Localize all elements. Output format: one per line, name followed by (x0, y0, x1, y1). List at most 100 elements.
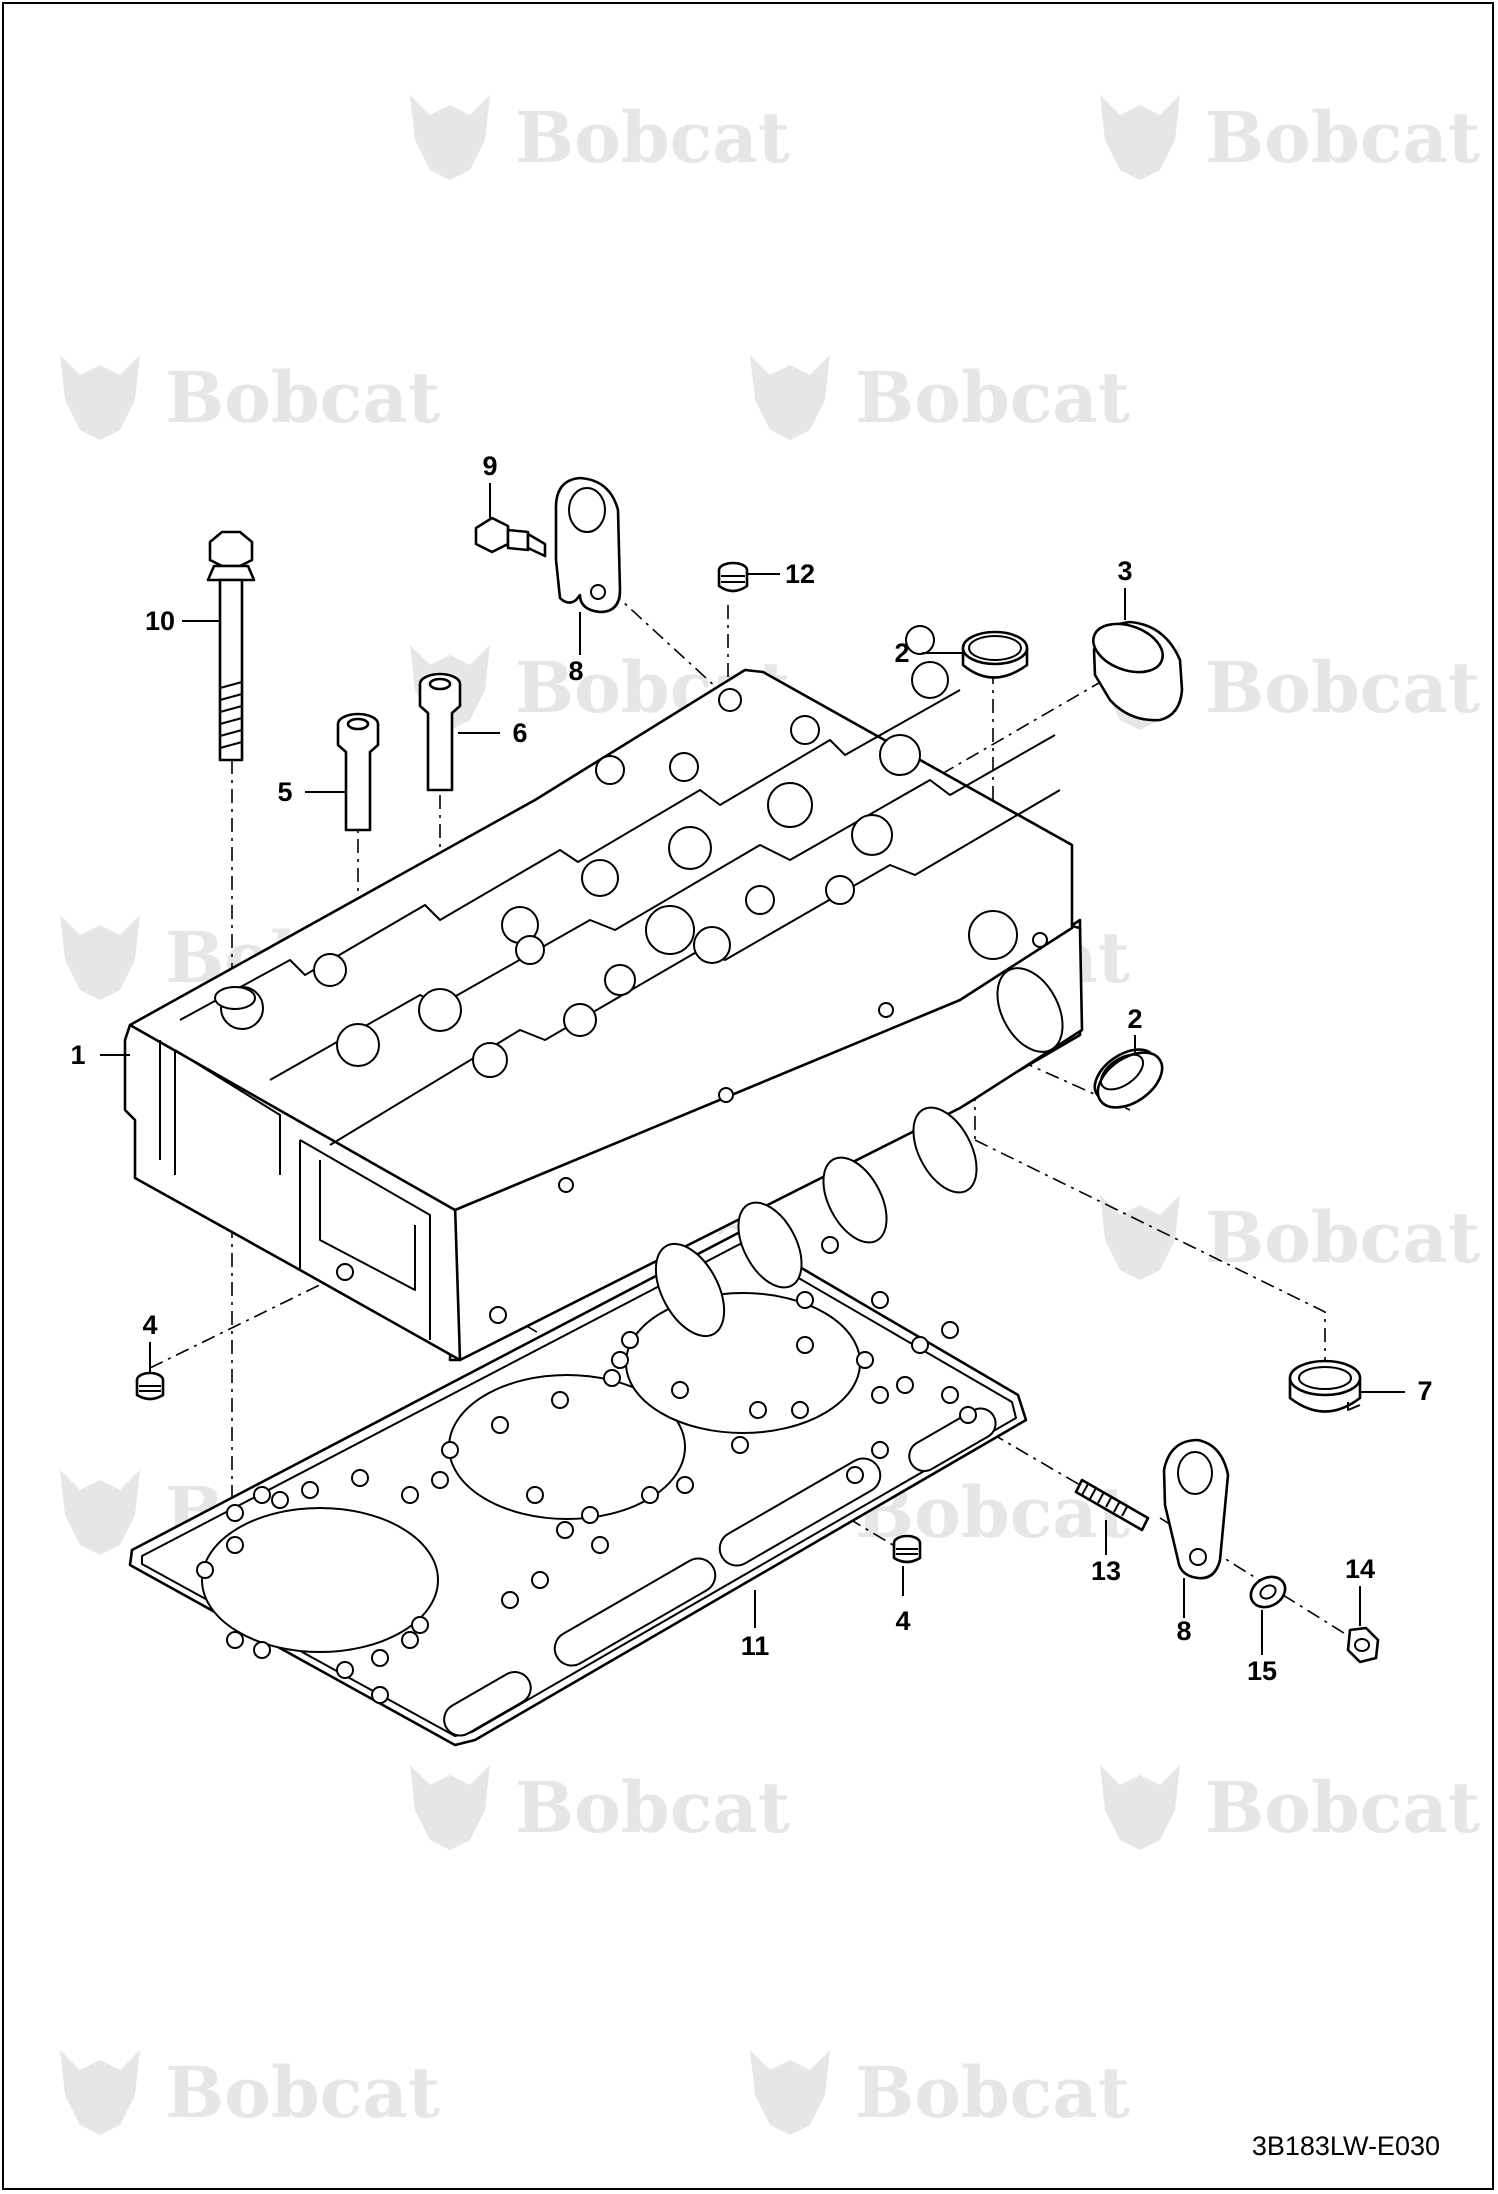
gasket-bolt-hole (441, 1441, 459, 1459)
watermark-registered-mark: ® (1075, 1524, 1087, 1541)
gasket-bolt-hole (941, 1321, 959, 1339)
end-cover-plate (1092, 620, 1184, 722)
watermark-registered-mark: ® (1425, 1819, 1437, 1836)
gasket-bolt-hole (791, 1401, 809, 1419)
watermark-registered-mark: ® (735, 1819, 747, 1836)
callout-label-2: 2 (1127, 1004, 1142, 1034)
lifting-eye-lower (1162, 1438, 1230, 1580)
watermark-brand-text: Bobcat (855, 2051, 1130, 2134)
drawing-number: 3B183LW-E030 (1252, 2131, 1440, 2161)
gasket-bolt-hole (871, 1441, 889, 1459)
gasket-bolt-hole (196, 1561, 214, 1579)
watermark-brand-text: Bobcat (855, 356, 1130, 439)
bobcat-watermark: Bobcat® (1100, 1765, 1480, 1850)
valve-guide-exhaust (418, 672, 462, 792)
gasket-bolt-hole (621, 1331, 639, 1349)
watermark-brand-text: Bobcat (1205, 1766, 1480, 1849)
callout-label-3: 3 (1117, 556, 1132, 586)
gasket-bolt-hole (371, 1649, 389, 1667)
gasket-bolt-hole (526, 1486, 544, 1504)
valve-guide-intake (336, 712, 380, 832)
callout-label-9: 9 (482, 451, 497, 481)
callout-label-10: 10 (145, 606, 175, 636)
gasket-bolt-hole (556, 1521, 574, 1539)
watermark-registered-mark: ® (385, 409, 397, 426)
bobcat-logo-icon (410, 95, 490, 180)
sealing-cap-upper (961, 630, 1029, 679)
bobcat-logo-icon (60, 2050, 140, 2135)
watermark-brand-text: Bobcat (1205, 646, 1480, 729)
gasket-bolt-hole (749, 1401, 767, 1419)
bobcat-watermark: Bobcat® (1100, 95, 1480, 180)
gasket-cylinder-bore-3 (625, 1292, 861, 1434)
gasket-bolt-hole (371, 1686, 389, 1704)
watermark-brand-text: Bobcat (515, 1766, 790, 1849)
gasket-bolt-hole (896, 1376, 914, 1394)
gasket-bolt-hole (731, 1436, 749, 1454)
callout-label-4: 4 (895, 1606, 910, 1636)
bobcat-logo-icon (60, 355, 140, 440)
plug-right (892, 1534, 922, 1564)
bobcat-logo-icon (1100, 1765, 1180, 1850)
bobcat-watermark: Bobcat® (750, 355, 1130, 440)
gasket-bolt-hole (253, 1641, 271, 1659)
gasket-bolt-hole (581, 1506, 599, 1524)
gasket-bolt-hole (641, 1486, 659, 1504)
bobcat-watermark: Bobcat® (410, 95, 790, 180)
gasket-bolt-hole (796, 1336, 814, 1354)
head-gasket (128, 1230, 1028, 1747)
watermark-registered-mark: ® (1075, 409, 1087, 426)
gasket-bolt-hole (911, 1336, 929, 1354)
callout-label-12: 12 (785, 559, 815, 589)
watermark-registered-mark: ® (1425, 149, 1437, 166)
gasket-bolt-hole (871, 1386, 889, 1404)
head-bolt (206, 530, 256, 762)
gasket-cylinder-bore-1 (201, 1507, 439, 1653)
gasket-bolt-hole (491, 1416, 509, 1434)
watermark-registered-mark: ® (1425, 1249, 1437, 1266)
watermark-brand-text: Bobcat (165, 2051, 440, 2134)
callout-label-4: 4 (142, 1310, 157, 1340)
watermark-registered-mark: ® (735, 149, 747, 166)
gasket-bolt-holes (196, 1236, 977, 1704)
gasket-bolt-hole (796, 1291, 814, 1309)
lifting-eye-bolt (474, 516, 547, 558)
gasket-bolt-hole (676, 1476, 694, 1494)
gasket-bolt-hole (431, 1471, 449, 1489)
callout-label-11: 11 (741, 1631, 770, 1661)
bobcat-logo-icon (60, 915, 140, 1000)
plug-upper (717, 561, 749, 593)
callout-label-7: 7 (1417, 1376, 1432, 1406)
bobcat-logo-icon (1100, 95, 1180, 180)
hex-nut (1346, 1626, 1380, 1664)
watermark-registered-mark: ® (1075, 2104, 1087, 2121)
gasket-bolt-hole (301, 1481, 319, 1499)
gasket-bolt-hole (591, 1536, 609, 1554)
bobcat-watermark: Bobcat® (1100, 1195, 1480, 1280)
bobcat-logo-icon (410, 1765, 490, 1850)
callout-label-2: 2 (894, 638, 909, 668)
gasket-bolt-hole (611, 1351, 629, 1369)
bobcat-watermark: Bobcat® (60, 2050, 440, 2135)
stud (1074, 1478, 1150, 1532)
gasket-bolt-hole (401, 1631, 419, 1649)
callout-label-14: 14 (1345, 1554, 1375, 1584)
gasket-bolt-hole (226, 1536, 244, 1554)
watermark-brand-text: Bobcat (165, 356, 440, 439)
gasket-bolt-hole (271, 1491, 289, 1509)
bobcat-logo-icon (750, 355, 830, 440)
bobcat-logo-icon (750, 2050, 830, 2135)
sealing-cap-lower (1093, 1048, 1164, 1109)
gasket-bolt-hole (336, 1661, 354, 1679)
gasket-bolt-hole (603, 1369, 621, 1387)
washer (1249, 1575, 1287, 1609)
gasket-bolt-hole (401, 1486, 419, 1504)
plug-left (135, 1371, 165, 1401)
cylinder-head (123, 625, 1084, 1362)
watermark-brand-text: Bobcat (1205, 1196, 1480, 1279)
gasket-bolt-hole (551, 1391, 569, 1409)
callout-label-5: 5 (277, 777, 292, 807)
gasket-bolt-hole (941, 1386, 959, 1404)
bobcat-logo-icon (60, 1470, 140, 1555)
